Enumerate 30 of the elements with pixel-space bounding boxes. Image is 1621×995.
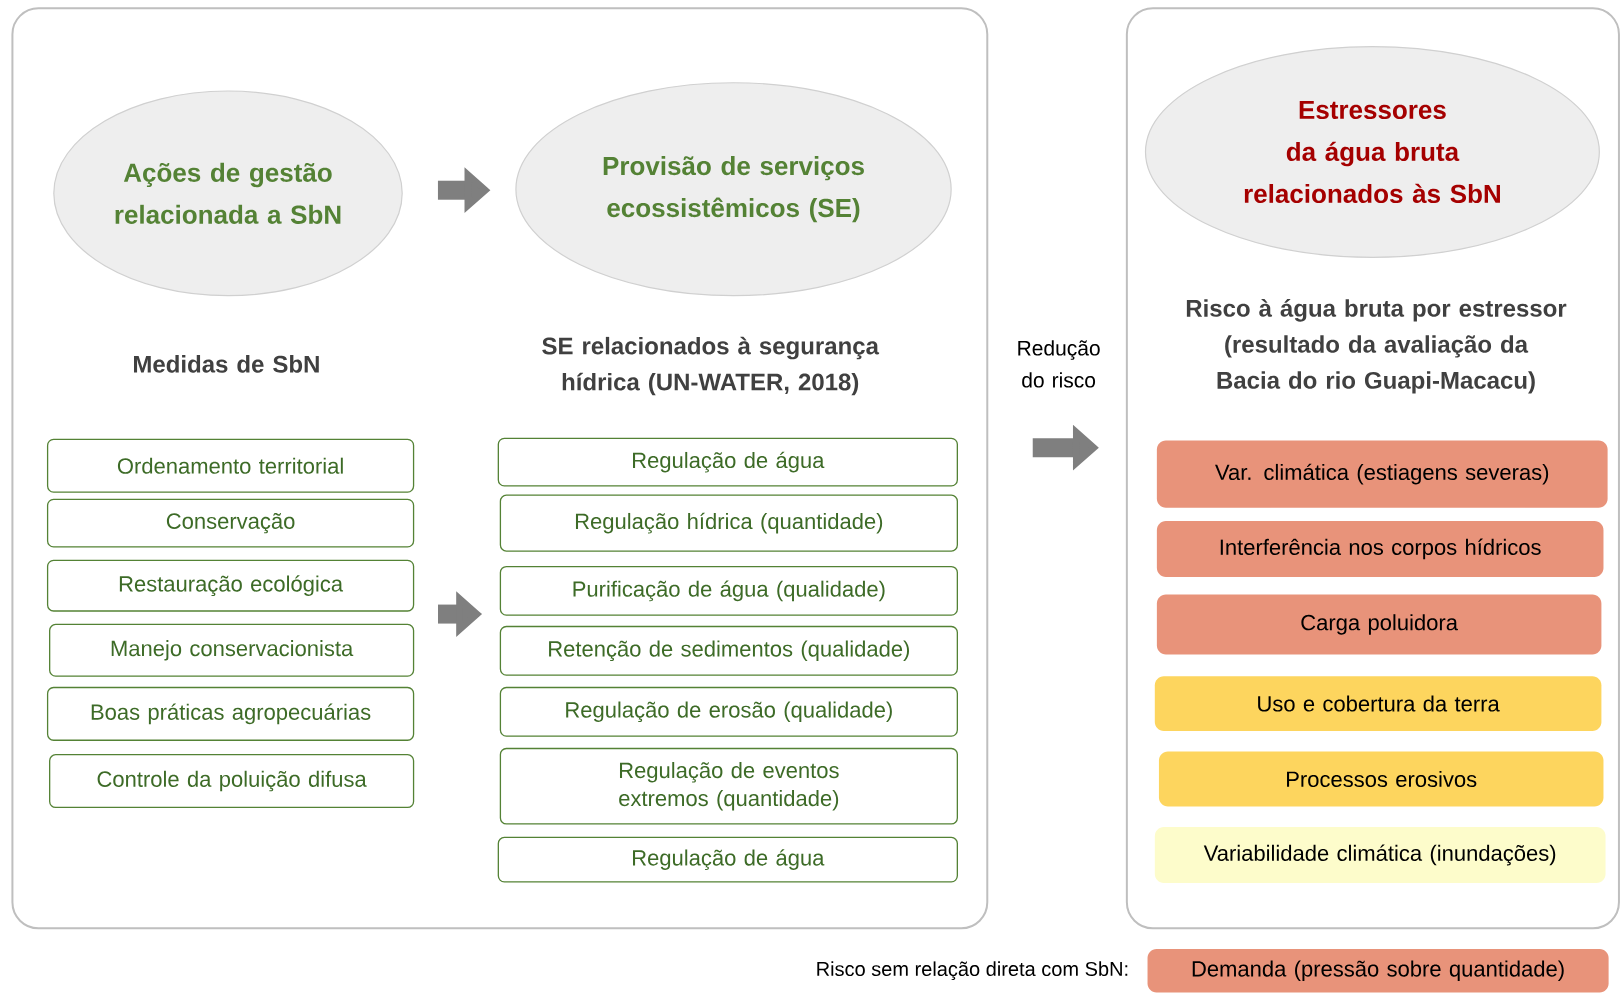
section-heading: SE relacionados à segurança hídrica (UN-WATER, 2018) xyxy=(542,336,880,396)
edge-label: Redução do risco xyxy=(1018,340,1100,388)
stressor-box: Carga poluidora xyxy=(1156,594,1602,655)
item-box: Boas práticas agropecuárias xyxy=(46,686,415,741)
stressor-box: Demanda (pressão sobre quantidade) xyxy=(1147,949,1609,993)
item-box: Ordenamento territorial xyxy=(46,438,415,493)
stressor-box: Variabilidade climática (inundações) xyxy=(1154,827,1606,883)
ellipse-heading: Ações de gestão relacionada a SbN xyxy=(53,90,403,297)
stressor-box: Uso e cobertura da terra xyxy=(1154,676,1602,731)
item-box: Conservação xyxy=(46,498,415,548)
item-box: Controle da poluição difusa xyxy=(49,754,415,809)
section-heading: Medidas de SbN xyxy=(134,355,319,373)
item-box: Regulação de água xyxy=(497,836,958,883)
ellipse-heading: Estressores da água bruta relacionados às SbN xyxy=(1144,45,1600,259)
item-box: Regulação de eventos extremos (quantidade) xyxy=(499,747,958,825)
stressor-box: Var. climática (estiagens severas) xyxy=(1156,440,1608,508)
item-box: Manejo conservacionista xyxy=(49,623,415,677)
item-box: Retenção de sedimentos (qualidade) xyxy=(499,625,958,676)
item-box: Purificação de água (qualidade) xyxy=(499,565,958,616)
item-box: Regulação de água xyxy=(497,437,958,487)
item-box: Regulação de erosão (qualidade) xyxy=(499,686,958,737)
ellipse-heading: Provisão de serviços ecossistêmicos (SE) xyxy=(515,82,952,297)
stressor-box: Processos erosivos xyxy=(1158,751,1604,807)
item-box: Regulação hídrica (quantidade) xyxy=(499,494,958,552)
panel-frame xyxy=(1125,7,1620,930)
item-box: Restauração ecológica xyxy=(46,559,415,612)
section-heading: Risco à água bruta por estressor (resultado da avaliação da Bacia do rio Guapi-Macacu) xyxy=(1186,299,1567,394)
panel-frame xyxy=(11,7,989,930)
stressor-box: Interferência nos corpos hídricos xyxy=(1156,521,1604,577)
side-note: Risco sem relação direta com SbN: xyxy=(817,961,1128,981)
